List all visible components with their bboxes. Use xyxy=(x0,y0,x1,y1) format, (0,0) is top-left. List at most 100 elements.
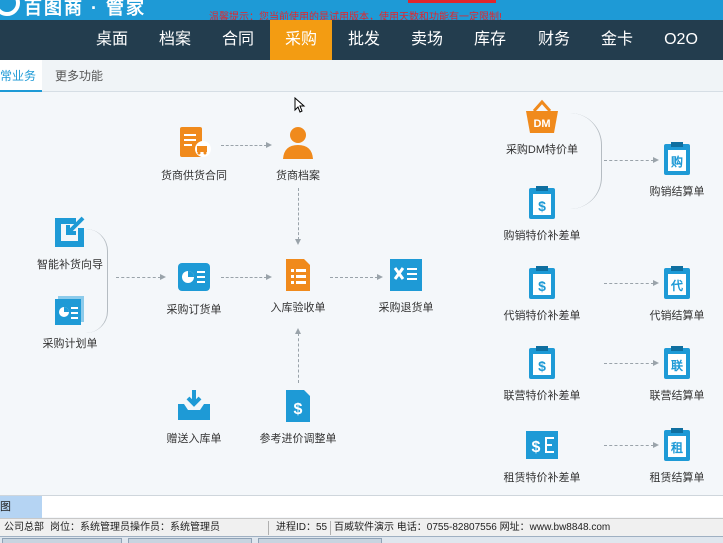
clipboard-dollar-icon: $ xyxy=(524,185,560,221)
status-contact: 百威软件演示 电话：0755-82807556 网址：www.bw8848.co… xyxy=(334,522,611,533)
arrow-order-to-receiving xyxy=(221,274,272,280)
arrow-plan-to-order xyxy=(116,274,166,280)
replenish-icon xyxy=(52,214,88,250)
app-logo xyxy=(0,0,20,16)
person-icon xyxy=(280,125,316,161)
lease-price-icon: $ xyxy=(524,427,560,463)
tab-flowchart[interactable]: 流程图 xyxy=(0,496,42,518)
dollar-glyph: $ xyxy=(538,278,546,294)
supplier-contract-label: 货商供货合同 xyxy=(161,170,227,182)
dollar-glyph: $ xyxy=(532,439,541,456)
plan-icon xyxy=(52,293,88,329)
nav-finance[interactable]: 财务 xyxy=(537,31,570,48)
contract-icon xyxy=(176,125,212,161)
status-bar: 公司总部 岗位：系统管理员 操作员：系统管理员 进程ID：55 百威软件演示 电… xyxy=(0,518,723,536)
sub-tabs: 常业务 更多功能 xyxy=(0,60,723,92)
dm-badge: DM xyxy=(533,118,550,130)
nav-gold-card[interactable]: 金卡 xyxy=(600,31,633,48)
clipboard-gou-icon: 购 xyxy=(659,141,695,177)
os-taskbar xyxy=(0,536,723,543)
nav-o2o[interactable]: O2O xyxy=(664,31,698,48)
main-nav: 桌面 档案 合同 采购 批发 卖场 库存 财务 金卡 O2O xyxy=(0,20,723,60)
tab-flowchart-label: 流程图 xyxy=(0,501,11,513)
arrow-receiving-to-return xyxy=(330,274,383,280)
view-tab-bar: 流程图 xyxy=(0,495,723,518)
purchase-sale-diff-node[interactable]: $ 购销特价补差单 xyxy=(492,185,592,243)
receiving-label: 入库验收单 xyxy=(270,302,326,314)
merge-brace-left xyxy=(86,229,108,333)
consign-settle-node[interactable]: 代 代销结算单 xyxy=(627,265,723,323)
status-process-id: 进程ID：55 xyxy=(276,522,328,533)
status-operator: 操作员：系统管理员 xyxy=(130,522,220,533)
tab-common-business[interactable]: 常业务 xyxy=(0,60,42,92)
status-separator xyxy=(268,521,269,535)
tab-more-functions[interactable]: 更多功能 xyxy=(55,69,104,83)
nav-store[interactable]: 卖场 xyxy=(410,31,443,48)
lease-settle-label: 租赁结算单 xyxy=(649,472,705,484)
basket-icon: DM xyxy=(524,99,560,135)
supplier-contract-node[interactable]: 货商供货合同 xyxy=(144,125,244,183)
status-company: 公司总部 xyxy=(4,522,44,533)
purchase-plan-node[interactable]: 采购计划单 xyxy=(20,293,120,351)
arrow-contract-to-file xyxy=(221,142,272,148)
nav-contract[interactable]: 合同 xyxy=(221,31,254,48)
joint-settle-label: 联营结算单 xyxy=(649,390,705,402)
nav-wholesale[interactable]: 批发 xyxy=(347,31,380,48)
purchase-order-label: 采购订货单 xyxy=(166,304,222,316)
purchase-return-label: 采购退货单 xyxy=(378,302,434,314)
clipboard-lian-icon: 联 xyxy=(659,345,695,381)
arrow-to-consign-settle xyxy=(604,280,659,286)
taskbar-button[interactable] xyxy=(128,538,252,543)
nav-purchase[interactable]: 采购 xyxy=(270,20,332,60)
lian-glyph: 联 xyxy=(671,359,683,373)
status-separator xyxy=(330,521,331,535)
dm-special-node[interactable]: DM 采购DM特价单 xyxy=(492,99,592,157)
arrow-to-purchase-sale-settle xyxy=(604,157,659,163)
joint-settle-node[interactable]: 联 联营结算单 xyxy=(627,345,723,403)
dm-special-label: 采购DM特价单 xyxy=(505,144,579,156)
status-position: 岗位：系统管理员 xyxy=(50,522,130,533)
supplier-file-label: 货商档案 xyxy=(276,170,320,182)
lease-settle-node[interactable]: 租 租赁结算单 xyxy=(627,427,723,485)
gift-inbound-label: 赠送入库单 xyxy=(166,433,222,445)
gift-inbound-node[interactable]: 赠送入库单 xyxy=(144,388,244,446)
receiving-doc-icon xyxy=(280,257,316,293)
mouse-cursor-icon xyxy=(294,97,306,113)
ref-price-adjust-label: 参考进价调整单 xyxy=(259,433,337,445)
return-icon xyxy=(388,257,424,293)
purchase-return-node[interactable]: 采购退货单 xyxy=(356,257,456,315)
clipboard-dollar-icon: $ xyxy=(524,265,560,301)
purchase-order-node[interactable]: 采购订货单 xyxy=(144,259,244,317)
svg-text:$: $ xyxy=(294,401,303,418)
gou-glyph: 购 xyxy=(671,154,683,169)
consign-diff-label: 代销特价补差单 xyxy=(503,310,581,322)
consign-diff-node[interactable]: $ 代销特价补差单 xyxy=(492,265,592,323)
nav-desktop[interactable]: 桌面 xyxy=(95,31,128,48)
merge-brace-right xyxy=(570,113,602,209)
purchase-sale-settle-label: 购销结算单 xyxy=(649,186,705,198)
taskbar-button[interactable] xyxy=(258,538,382,543)
arrow-adjust-to-receiving xyxy=(295,328,301,383)
arrow-to-joint-settle xyxy=(604,360,659,366)
purchase-flow-diagram: 货商供货合同 货商档案 智能补货向导 采购计划单 采购订货单 xyxy=(0,93,723,495)
zu-glyph: 租 xyxy=(671,441,683,455)
purchase-sale-settle-node[interactable]: 购 购销结算单 xyxy=(627,141,723,199)
receiving-node[interactable]: 入库验收单 xyxy=(248,257,348,315)
supplier-file-node[interactable]: 货商档案 xyxy=(248,125,348,183)
arrow-to-lease-settle xyxy=(604,442,659,448)
ref-price-adjust-node[interactable]: $ 参考进价调整单 xyxy=(248,388,348,446)
dollar-glyph: $ xyxy=(538,198,546,214)
clipboard-dollar-icon: $ xyxy=(524,345,560,381)
arrow-file-to-receiving xyxy=(295,188,301,245)
nav-inventory[interactable]: 库存 xyxy=(473,31,506,48)
joint-diff-node[interactable]: $ 联营特价补差单 xyxy=(492,345,592,403)
lease-diff-node[interactable]: $ 租赁特价补差单 xyxy=(492,427,592,485)
joint-diff-label: 联营特价补差单 xyxy=(503,390,581,402)
consign-settle-label: 代销结算单 xyxy=(649,310,705,322)
nav-archive[interactable]: 档案 xyxy=(158,31,191,48)
dai-glyph: 代 xyxy=(670,278,683,293)
taskbar-button[interactable] xyxy=(2,538,122,543)
title-banner: 百图商 · 管家 温馨提示：您当前使用的是试用版本，使用天数和功能有一定限制! xyxy=(0,0,723,20)
clipboard-dai-icon: 代 xyxy=(659,265,695,301)
clipboard-zu-icon: 租 xyxy=(659,427,695,463)
